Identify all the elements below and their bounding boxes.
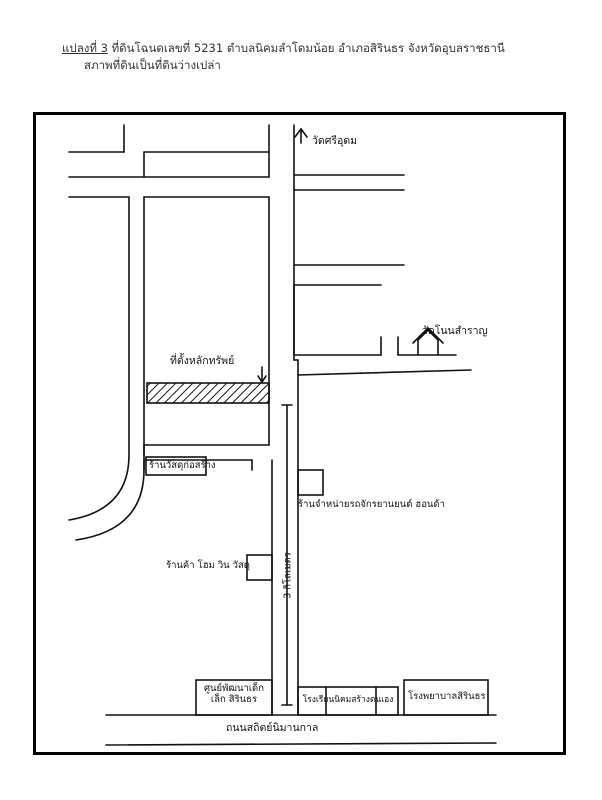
lot-label: แปลงที่ 3 bbox=[62, 41, 108, 55]
wat-top-label: วัดศรีอุดม bbox=[312, 135, 358, 147]
center-kids-label: ศูนย์พัฒนาเด็กเล็ก สิรินธร bbox=[204, 683, 264, 705]
hospital-box bbox=[403, 679, 489, 716]
bottom-road-bottom bbox=[105, 742, 497, 746]
temple-icon bbox=[417, 328, 439, 356]
target-arrowhead bbox=[257, 375, 267, 384]
hospital-label: โรงพยาบาลสิรินธร bbox=[408, 691, 486, 702]
side-road bbox=[297, 369, 472, 376]
heading-line1: ที่ดินโฉนดเลขที่ 5231 ตำบลนิคมลำโดมน้อย … bbox=[111, 41, 505, 55]
wat-right-label: วัดโนนสำราญ bbox=[422, 325, 488, 337]
curved-road-inner bbox=[75, 196, 145, 541]
shop-construction-label: ร้านค้า โฮม วิน วัสดุ bbox=[166, 560, 250, 571]
shop-construction-box bbox=[246, 554, 273, 581]
road-label: ถนนสถิตย์นิมานกาล bbox=[226, 722, 319, 734]
distance-label: 3 กิโลเมตร bbox=[282, 552, 294, 599]
curved-road-outer bbox=[68, 196, 130, 521]
target-label: ที่ตั้งหลักทรัพย์ bbox=[170, 355, 235, 367]
shop-motor-label: ร้านจำหน่ายรถจักรยานยนต์ ฮอนด้า bbox=[298, 499, 445, 510]
temple-roof bbox=[412, 326, 444, 344]
target-parcel bbox=[146, 382, 270, 404]
school-label: โรงเรียนนิคมสร้างตนเอง bbox=[302, 695, 394, 705]
shop-hardware-label: ร้านวัสดุก่อสร้าง bbox=[149, 460, 216, 471]
arrow-head bbox=[294, 127, 308, 138]
shop-motor-box bbox=[297, 469, 324, 496]
center-kids-box bbox=[195, 679, 273, 716]
heading-line2: สภาพที่ดินเป็นที่ดินว่างเปล่า bbox=[84, 58, 221, 72]
map-frame: วัดศรีอุดม วัดโนนสำราญ ที่ตั้งหลักทรัพย์… bbox=[33, 112, 566, 755]
map-drawing bbox=[68, 124, 497, 746]
shop-hardware-box bbox=[145, 456, 207, 476]
document-heading: แปลงที่ 3 ที่ดินโฉนดเลขที่ 5231 ตำบลนิคม… bbox=[62, 40, 505, 74]
school-box bbox=[297, 686, 399, 716]
